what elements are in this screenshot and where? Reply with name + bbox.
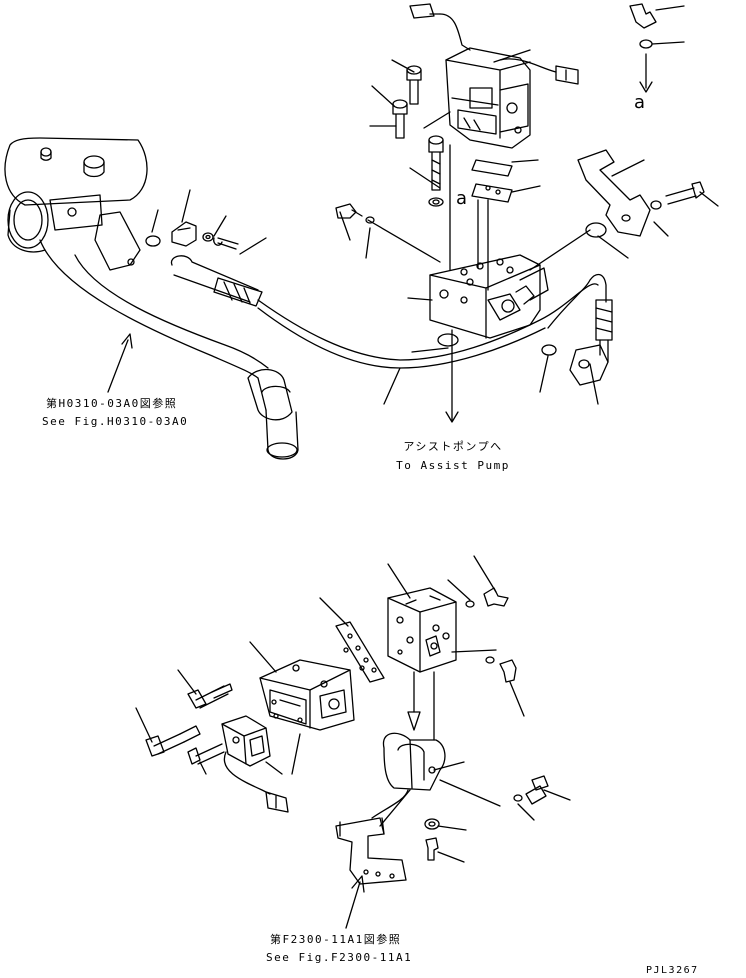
callout-a-mid: a xyxy=(456,188,468,209)
fitting-left-of-valve xyxy=(335,203,375,224)
assist-pump-label-jp: アシストポンプへ xyxy=(403,440,503,453)
elbow-fitting-right xyxy=(577,149,705,238)
valve-block-center xyxy=(367,144,591,423)
leader-lines-lower xyxy=(135,555,571,863)
callout-a-top: a xyxy=(634,92,646,113)
ref-arrow-upper xyxy=(107,333,133,393)
ref-arrow-lower xyxy=(345,875,365,929)
hose-right xyxy=(541,273,613,386)
leader-lines-upper xyxy=(151,5,719,405)
solenoid-coil-lower xyxy=(221,715,289,813)
assist-pump-label-en: To Assist Pump xyxy=(396,459,510,472)
cylinder-housing xyxy=(4,137,148,271)
clamp-parts xyxy=(145,221,239,250)
reference-label-lower-en: See Fig.F2300-11A1 xyxy=(266,951,413,964)
reference-label-lower-jp: 第F2300-11A1図参照 xyxy=(270,933,402,946)
fitting-top-right xyxy=(629,3,657,93)
drawing-number: PJL3267 xyxy=(646,965,699,976)
solenoid-valve-lower xyxy=(259,659,355,731)
gaskets-mid xyxy=(471,159,513,203)
bolts-lower xyxy=(145,683,233,765)
valve-block-lower xyxy=(387,587,457,673)
main-pipe xyxy=(39,239,299,460)
bolts-top xyxy=(392,65,444,207)
fittings-lower-valve xyxy=(465,587,517,683)
reference-label-upper-en: See Fig.H0310-03A0 xyxy=(42,415,189,428)
reference-label-upper-jp: 第H0310-03A0図参照 xyxy=(46,397,178,410)
fasteners-lower-right xyxy=(424,775,549,861)
solenoid-valve-top xyxy=(409,3,579,149)
